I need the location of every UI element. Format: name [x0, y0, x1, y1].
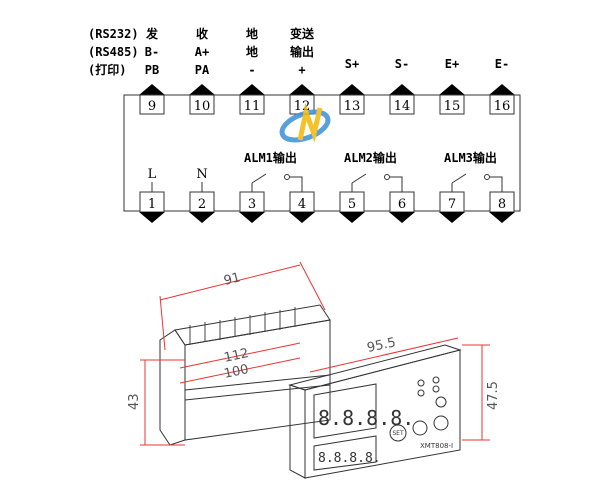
terminal-number: 13 [344, 99, 361, 114]
terminal-label: E- [495, 57, 509, 71]
rs485-label: (RS485) [88, 45, 139, 59]
terminal-number: 15 [444, 99, 461, 114]
terminal-arrow-icon [339, 212, 365, 223]
terminal-arrow-icon [239, 84, 265, 95]
terminal-arrow-icon [289, 212, 315, 223]
terminal-arrow-icon [189, 212, 215, 223]
terminal-number: 4 [298, 197, 306, 212]
led-indicator [435, 396, 447, 408]
terminal-arrow-icon [139, 84, 165, 95]
set-button[interactable] [389, 424, 407, 442]
terminal-arrow-icon [489, 212, 515, 223]
terminal-15 [439, 94, 465, 115]
terminal-number: 8 [498, 197, 506, 212]
sub-display: 8.8.8.8. [318, 451, 381, 466]
terminal-label: - [248, 63, 255, 77]
relay-switch-icon [451, 173, 503, 192]
terminal-label: E+ [445, 57, 459, 71]
terminal-number: 14 [394, 99, 411, 114]
relay-switch-icon [251, 173, 303, 192]
dim-body-height: 43 [127, 393, 142, 410]
terminal-label: N [196, 167, 207, 182]
terminal-number: 1 [148, 197, 156, 212]
terminal-number: 10 [194, 99, 211, 114]
device-drawing: 8.8.8.8. 8.8.8.8. SET XMT808-I 91 112 10… [127, 261, 501, 479]
terminal-16 [489, 94, 515, 115]
terminal-arrow-icon [339, 84, 365, 95]
terminal-arrow-icon [189, 84, 215, 95]
relay-switch-icon [351, 173, 403, 192]
terminal-label: + [298, 63, 305, 77]
terminal-11 [239, 94, 265, 115]
terminal-arrow-icon [439, 84, 465, 95]
terminal-number: 6 [398, 197, 406, 212]
terminal-label: 地 [246, 26, 258, 41]
terminal-number: 11 [244, 99, 261, 114]
model-label: XMT808-I [420, 442, 453, 450]
terminal-13 [339, 94, 365, 115]
terminal-arrow-icon [139, 212, 165, 223]
terminal-number: 5 [348, 197, 356, 212]
terminal-label: 输出 [290, 44, 314, 59]
terminal-arrow-icon [289, 84, 315, 95]
terminal-label: PB [145, 63, 159, 77]
terminal-label: PA [195, 63, 210, 77]
alm3-label: ALM3输出 [444, 150, 497, 165]
terminal-label: S- [395, 57, 409, 71]
terminal-label: 发 [145, 26, 159, 41]
dim-front-width: 95.5 [366, 335, 397, 356]
terminal-number: 16 [494, 99, 511, 114]
terminal-14 [389, 94, 415, 115]
dim-front-height: 47.5 [486, 381, 501, 410]
alm1-label: ALM1输出 [244, 150, 297, 165]
terminal-arrow-icon [489, 84, 515, 95]
alm2-label: ALM2输出 [344, 150, 397, 165]
main-display: 8.8.8.8. [318, 406, 414, 430]
dim-depth: 91 [222, 270, 242, 289]
company-logo [279, 102, 331, 143]
terminal-number: 7 [448, 197, 456, 212]
dim-body-width: 112 [223, 346, 250, 366]
terminal-block [123, 94, 521, 212]
terminal-9 [139, 94, 165, 115]
terminal-label: 变送 [290, 26, 315, 41]
rs232-label: (RS232) [88, 27, 139, 41]
terminal-number: 3 [248, 197, 256, 212]
up-button[interactable] [412, 420, 428, 436]
terminal-label: L [148, 167, 157, 182]
terminal-label: 地 [246, 44, 258, 59]
terminal-arrow-icon [389, 212, 415, 223]
terminal-arrow-icon [239, 212, 265, 223]
terminal-label: B- [145, 45, 159, 59]
terminal-label: S+ [345, 57, 359, 71]
terminal-10 [189, 94, 215, 115]
down-button[interactable] [433, 415, 449, 431]
set-button-label: SET [392, 430, 404, 437]
terminal-label: A+ [195, 45, 209, 59]
terminal-arrow-icon [389, 84, 415, 95]
terminal-number: 2 [198, 197, 206, 212]
terminal-label: 收 [196, 26, 208, 41]
dim-cutout-width: 100 [223, 362, 250, 382]
terminal-arrow-icon [439, 212, 465, 223]
terminal-number: 9 [148, 99, 156, 114]
print-label: (打印) [88, 62, 126, 77]
